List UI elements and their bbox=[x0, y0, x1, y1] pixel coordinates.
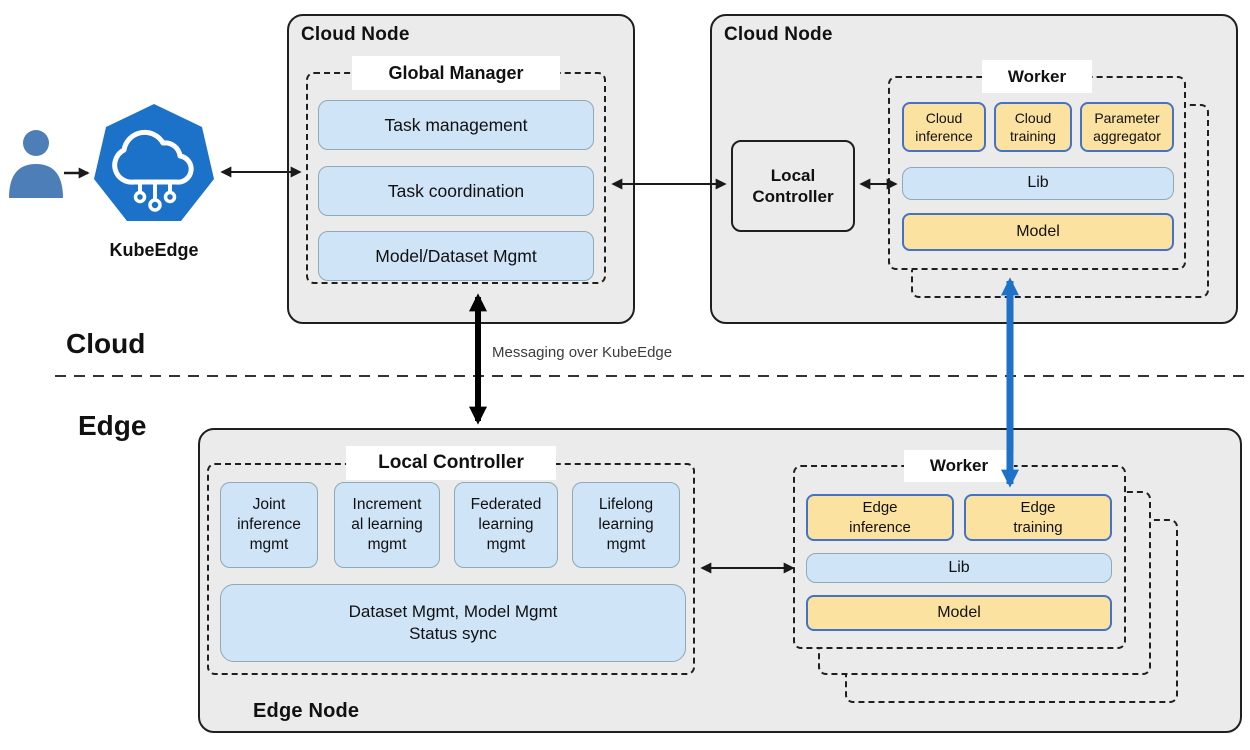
cloud-worker-label: Worker bbox=[982, 60, 1092, 93]
cloud-inference-app: Cloud inference bbox=[902, 102, 986, 152]
user-icon bbox=[9, 130, 63, 198]
cloud-zone-label: Cloud bbox=[66, 328, 146, 359]
edge-zone-label: Edge bbox=[78, 410, 147, 441]
cloud-training-app: Cloud training bbox=[994, 102, 1072, 152]
edge-lib-box: Lib bbox=[806, 553, 1112, 583]
edge-inference-app: Edge inference bbox=[806, 494, 954, 541]
lifelong-learning-module: Lifelong learning mgmt bbox=[572, 482, 680, 568]
cloud-lib-box: Lib bbox=[902, 167, 1174, 200]
edge-local-controller-label: Local Controller bbox=[346, 446, 556, 480]
global-manager-label: Global Manager bbox=[352, 56, 560, 90]
task-coordination-module: Task coordination bbox=[318, 166, 594, 216]
local-controller-box: Local Controller bbox=[731, 140, 855, 232]
incremental-learning-module: Increment al learning mgmt bbox=[334, 482, 440, 568]
cloud-model-box: Model bbox=[902, 213, 1174, 251]
kubeedge-logo bbox=[94, 104, 214, 221]
kubeedge-label: KubeEdge bbox=[109, 240, 199, 260]
edge-node-title: Edge Node bbox=[253, 700, 360, 722]
task-management-module: Task management bbox=[318, 100, 594, 150]
federated-learning-module: Federated learning mgmt bbox=[454, 482, 558, 568]
edge-model-box: Model bbox=[806, 595, 1112, 631]
edge-worker-label: Worker bbox=[904, 450, 1014, 482]
model-dataset-mgmt-module: Model/Dataset Mgmt bbox=[318, 231, 594, 281]
joint-inference-module: Joint inference mgmt bbox=[220, 482, 318, 568]
dataset-model-mgmt-box: Dataset Mgmt, Model Mgmt Status sync bbox=[220, 584, 686, 662]
parameter-aggregator-app: Parameter aggregator bbox=[1080, 102, 1174, 152]
cloud-node-left-title: Cloud Node bbox=[301, 24, 410, 45]
cloud-node-right-title: Cloud Node bbox=[724, 24, 833, 45]
edge-training-app: Edge training bbox=[964, 494, 1112, 541]
messaging-label: Messaging over KubeEdge bbox=[492, 344, 673, 361]
